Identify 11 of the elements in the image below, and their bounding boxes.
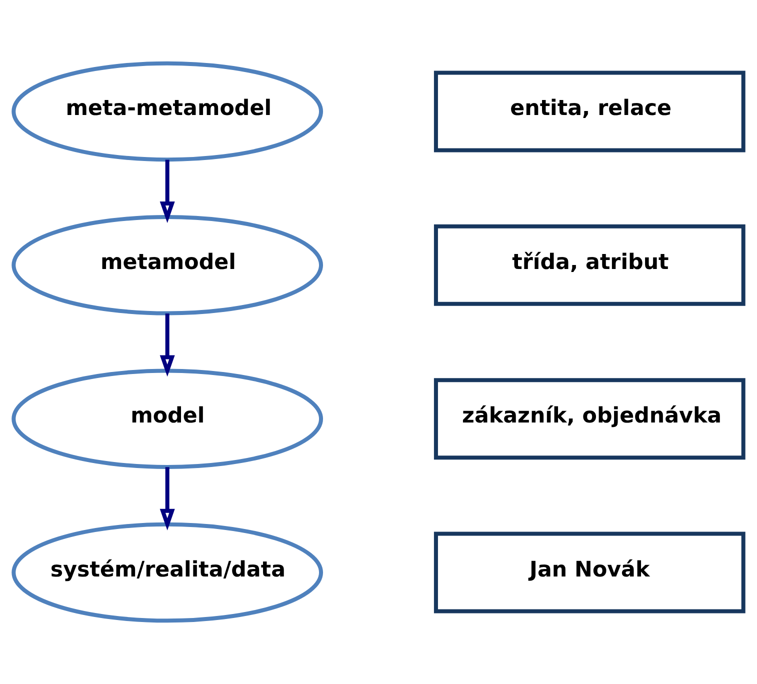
node-box: třída, atribut [434,224,746,306]
node-ellipse: systém/realita/data [12,522,324,623]
arrow [160,467,175,530]
node-box: entita, relace [434,70,746,152]
node-box: Jan Novák [434,532,746,614]
arrow [160,313,175,377]
node-ellipse: metamodel [12,215,324,316]
node-ellipse: model [12,368,324,469]
node-box: zákazník, objednávka [434,378,746,460]
node-ellipse: meta-metamodel [12,61,324,162]
arrow [160,160,175,223]
